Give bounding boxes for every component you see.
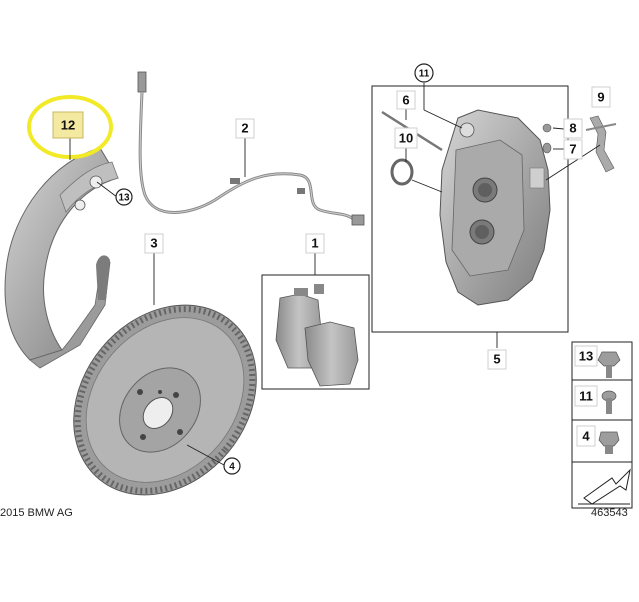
panel-label-13[interactable]: 13 (574, 345, 598, 367)
callout-9-label: 9 (597, 89, 604, 104)
callout-3-label: 3 (150, 235, 157, 250)
callout-10[interactable]: 10 (394, 127, 418, 149)
callout-8-label: 8 (569, 120, 576, 135)
brake-pads-box (261, 274, 370, 390)
copyright-text: 2015 BMW AG (0, 507, 73, 519)
brake-disc-part (73, 304, 257, 496)
callout-12[interactable]: 12 (52, 111, 84, 139)
callout-11-label: 11 (419, 69, 430, 80)
callout-13-label: 13 (118, 193, 130, 204)
callout-6[interactable]: 6 (396, 90, 416, 110)
callout-13[interactable]: 13 (115, 188, 133, 206)
panel-label-13-text: 13 (579, 348, 593, 363)
panel-label-4[interactable]: 4 (576, 425, 596, 447)
callout-1[interactable]: 1 (305, 233, 325, 254)
panel-label-11-text: 11 (579, 388, 593, 403)
caliper-box (371, 85, 617, 333)
dust-shield-part (4, 147, 119, 369)
callout-5[interactable]: 5 (487, 349, 507, 370)
brake-wear-sensor-part (137, 71, 365, 226)
leader-lines (69, 83, 601, 466)
panel-label-4-text: 4 (582, 428, 590, 443)
callout-7[interactable]: 7 (563, 139, 583, 160)
callout-11[interactable]: 11 (414, 63, 434, 83)
callout-3[interactable]: 3 (144, 233, 164, 254)
callout-9[interactable]: 9 (591, 86, 611, 108)
callout-7-label: 7 (569, 141, 576, 156)
fasteners-panel (571, 341, 633, 509)
callout-10-label: 10 (399, 130, 413, 145)
panel-label-11[interactable]: 11 (574, 385, 598, 407)
callout-12-label: 12 (61, 117, 75, 132)
callout-2-label: 2 (241, 120, 248, 135)
callout-1-label: 1 (311, 235, 318, 250)
callout-2[interactable]: 2 (235, 118, 255, 139)
callout-4[interactable]: 4 (223, 457, 241, 475)
callout-5-label: 5 (493, 351, 500, 366)
arrow-icon (578, 468, 631, 505)
callout-4-label: 4 (229, 462, 235, 473)
diagram-number: 463543 (591, 507, 628, 519)
callout-8[interactable]: 8 (563, 118, 583, 139)
callout-6-label: 6 (402, 92, 409, 107)
